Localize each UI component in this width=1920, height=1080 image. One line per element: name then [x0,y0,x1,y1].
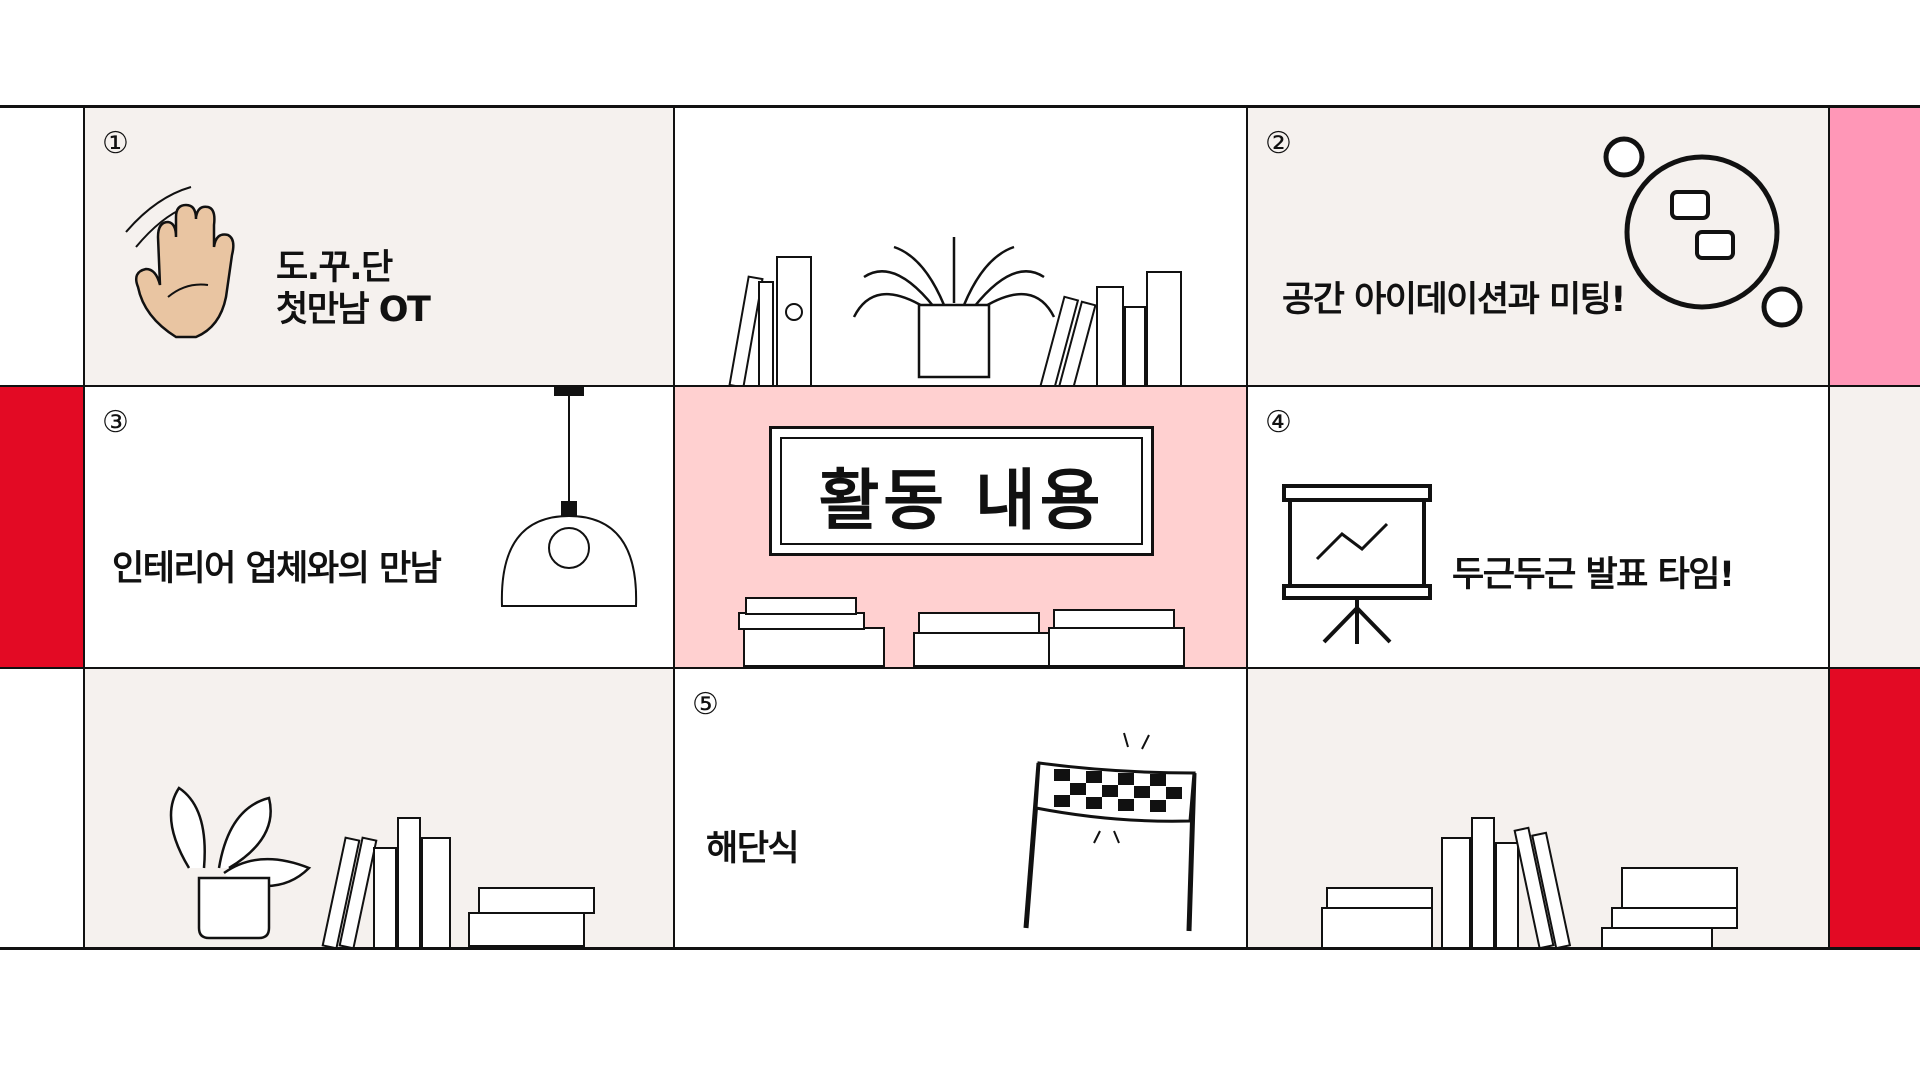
cell-step-3: ③ 인테리어 업체와의 만남 [84,386,674,668]
waving-hand-icon [125,186,235,339]
page-title: 활동 내용 [818,462,1105,539]
grid-line [1828,105,1830,950]
grid-line [83,105,85,950]
plant-icon [852,237,1056,379]
step-label: 해단식 [706,829,800,869]
step-label: 공간 아이데이션과 미팅! [1282,280,1626,320]
cell-step-2: ② 공간 아이데이션과 미팅! [1247,107,1829,386]
cell-step-5: ⑤ 해단식 [674,668,1247,948]
books-row-icon [321,817,595,950]
step-number: ② [1265,126,1292,161]
cell-bottom-shelf-left [84,668,674,950]
finish-flag-icon [1023,732,1197,932]
cell-step-1: ① 도.꾸.단 첫만남 OT [84,107,674,386]
cell-step-4: ④ 두근두근 발표 타임! [1247,386,1829,668]
right-red-block [1829,668,1920,948]
pendant-lamp-icon [500,386,638,607]
cell-top-shelf [674,107,1247,394]
grid-line [0,105,1920,108]
step-number: ⑤ [692,687,719,722]
grid-line [1246,105,1248,950]
grid-line [0,947,1920,950]
step-label: 도.꾸.단 첫만남 OT [276,248,431,330]
right-pink-block [1829,107,1920,386]
step-number: ① [102,126,129,161]
left-red-block [0,386,84,668]
step-label: 두근두근 발표 타임! [1452,555,1735,595]
step-number: ④ [1265,405,1292,440]
cell-title: 활동 내용 [674,386,1247,668]
right-beige-block [1829,386,1920,668]
books-left-icon [728,256,812,389]
step-number: ③ [102,405,129,440]
presentation-board-icon [1282,484,1432,644]
books-stack-icon [738,597,1185,667]
cell-bottom-shelf-right [1247,668,1829,950]
plant-pot-icon [169,786,312,940]
step-label: 인테리어 업체와의 만남 [112,549,442,589]
books-shelf-icon [1321,817,1738,950]
books-right-icon [1038,271,1182,394]
grid-line [673,105,675,950]
grid-line [0,667,1920,669]
people-chat-icon [1603,136,1803,328]
grid-line [0,385,1920,387]
title-sign: 활동 내용 [769,426,1154,556]
